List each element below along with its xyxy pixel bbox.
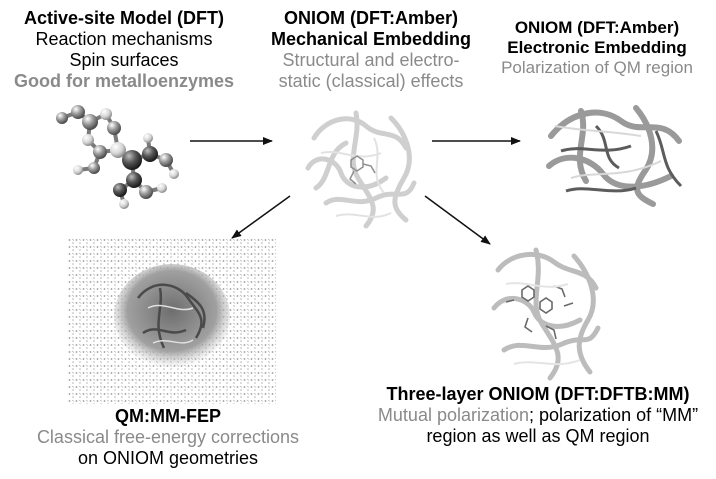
fep-line1: Classical free-energy corrections bbox=[36, 427, 300, 448]
electronic-title2: Electronic Embedding bbox=[507, 37, 687, 57]
arrow-mechanical-to-fep bbox=[231, 195, 291, 239]
electronic-block: ONIOM (DFT:Amber) Electronic Embedding P… bbox=[481, 18, 713, 78]
active-site-line1: Reaction mechanisms bbox=[35, 29, 213, 50]
arrow-mechanical-to-three-layer bbox=[424, 195, 491, 245]
mechanical-block: ONIOM (DFT:Amber) Mechanical Embedding S… bbox=[246, 8, 496, 92]
protein-ribbon-light-image bbox=[305, 110, 417, 229]
fep-title: QM:MM-FEP bbox=[115, 406, 221, 426]
three-layer-line1: Mutual polarization; polarization of “MM… bbox=[360, 405, 716, 426]
electronic-line1: Polarization of QM region bbox=[501, 57, 693, 77]
three-layer-line1-grey: Mutual polarization bbox=[377, 405, 530, 426]
fep-block: QM:MM-FEP Classical free-energy correcti… bbox=[20, 406, 316, 469]
solvated-protein-image bbox=[68, 238, 276, 404]
active-site-title: Active-site Model (DFT) bbox=[23, 8, 224, 28]
three-layer-block: Three-layer ONIOM (DFT:DFTB:MM) Mutual p… bbox=[360, 384, 716, 447]
three-layer-title: Three-layer ONIOM (DFT:DFTB:MM) bbox=[386, 384, 690, 404]
active-site-line2: Spin surfaces bbox=[69, 50, 179, 71]
three-layer-line1-rest: ; polarization of “MM” bbox=[529, 405, 699, 426]
mechanical-line1: Structural and electro- bbox=[282, 50, 460, 71]
protein-ribbon-dark-image bbox=[546, 105, 683, 207]
electronic-title1: ONIOM (DFT:Amber) bbox=[514, 18, 680, 37]
protein-ribbon-threelayer-image bbox=[491, 247, 601, 381]
active-site-block: Active-site Model (DFT) Reaction mechani… bbox=[4, 8, 244, 92]
molecule-ball-stick-image bbox=[56, 105, 179, 209]
fep-line2: on ONIOM geometries bbox=[77, 448, 259, 469]
three-layer-line2: region as well as QM region bbox=[426, 426, 650, 447]
active-site-line3: Good for metalloenzymes bbox=[13, 71, 235, 92]
mechanical-line2: static (classical) effects bbox=[278, 71, 464, 92]
mechanical-title1: ONIOM (DFT:Amber) bbox=[284, 8, 458, 28]
mechanical-title2: Mechanical Embedding bbox=[270, 29, 472, 50]
